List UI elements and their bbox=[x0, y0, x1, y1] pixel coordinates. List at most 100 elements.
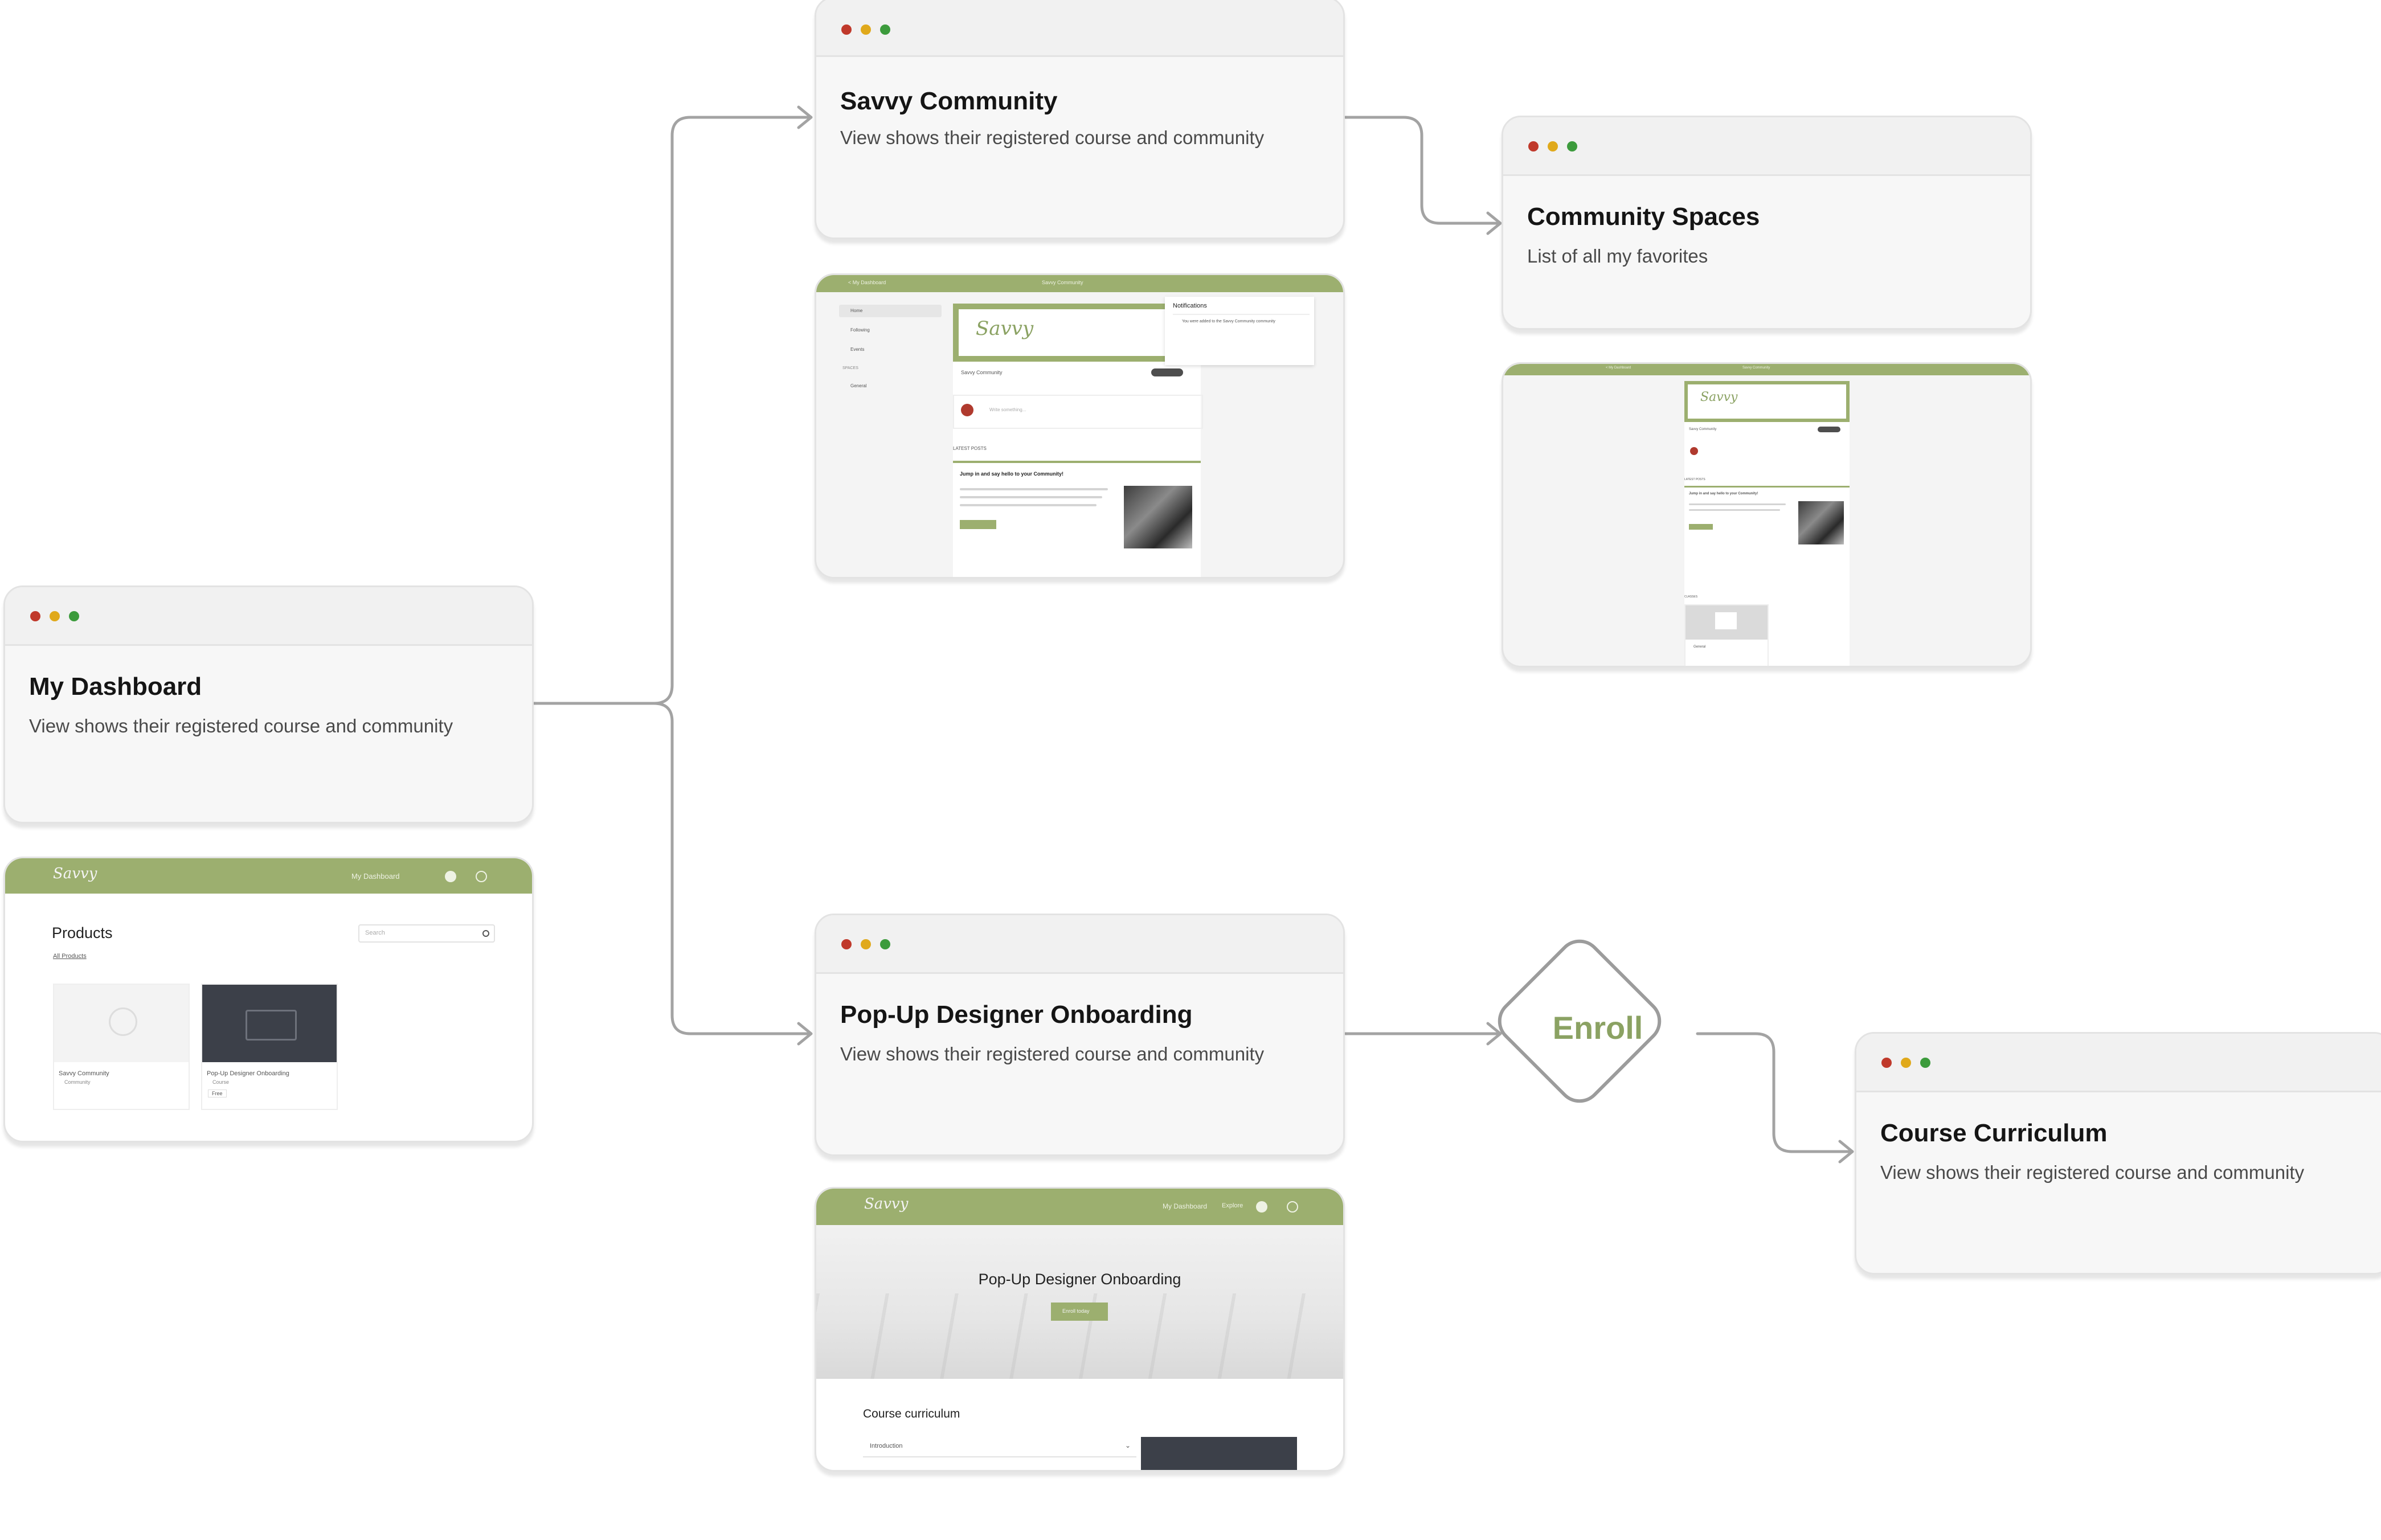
notifications-panel: Notifications You were added to the Savv… bbox=[1165, 297, 1314, 365]
latest-posts-label: LATEST POSTS bbox=[1684, 478, 1705, 481]
maximize-dot-icon bbox=[880, 24, 890, 35]
close-dot-icon bbox=[841, 24, 852, 35]
price-badge: Free bbox=[208, 1090, 227, 1097]
node-course-curriculum[interactable]: Course Curriculum View shows their regis… bbox=[1855, 1032, 2381, 1275]
logo: Savvy bbox=[53, 865, 97, 882]
button-label: Enroll today bbox=[1062, 1308, 1090, 1314]
window-titlebar bbox=[5, 587, 532, 646]
node-savvy-community[interactable]: Savvy Community View shows their registe… bbox=[815, 0, 1345, 239]
arrowhead-curriculum bbox=[1838, 1140, 1854, 1164]
filter-tab-all-products[interactable]: All Products bbox=[53, 953, 87, 960]
member-avatars bbox=[1151, 368, 1183, 376]
avatar bbox=[961, 404, 973, 416]
close-dot-icon bbox=[841, 939, 852, 949]
top-nav-bar: < My Dashboard Savvy Community bbox=[1503, 364, 2030, 375]
maximize-dot-icon bbox=[880, 939, 890, 949]
minimize-dot-icon bbox=[50, 611, 60, 621]
module-accordion[interactable]: Introduction ⌄ bbox=[863, 1437, 1136, 1457]
close-dot-icon bbox=[1881, 1058, 1892, 1068]
nav-link-dashboard[interactable]: My Dashboard bbox=[351, 872, 400, 880]
maximize-dot-icon bbox=[1920, 1058, 1930, 1068]
course-thumbnail bbox=[202, 985, 337, 1062]
connector-dashboard-savvy bbox=[532, 116, 811, 705]
sidebar-item-events[interactable]: Events bbox=[850, 347, 865, 352]
sidebar: Home Following Events SPACES General bbox=[816, 292, 948, 577]
community-name: Savvy Community bbox=[961, 370, 1003, 375]
section-label: CLASSES bbox=[1684, 595, 1698, 599]
community-spaces-screenshot: < My Dashboard Savvy Community Savvy Sav… bbox=[1502, 362, 2032, 667]
sidebar-active-highlight bbox=[839, 305, 942, 317]
post-card[interactable]: Jump in and say hello to your Community! bbox=[953, 461, 1201, 577]
nav-link-dashboard[interactable]: My Dashboard bbox=[1163, 1202, 1208, 1210]
card-name: Savvy Community bbox=[59, 1070, 109, 1077]
top-nav-bar: Savvy My Dashboard Explore bbox=[816, 1189, 1343, 1225]
connector-savvy-spaces bbox=[1344, 116, 1500, 225]
connector-enroll-curriculum bbox=[1696, 1032, 1852, 1153]
community-banner: Savvy bbox=[1684, 381, 1850, 422]
page-heading: Products bbox=[52, 924, 113, 941]
arrowhead-spaces bbox=[1486, 211, 1502, 235]
avatar[interactable] bbox=[445, 871, 456, 882]
sidebar-item-general[interactable]: General bbox=[850, 383, 867, 388]
course-page-screenshot: Savvy My Dashboard Explore Pop-Up Design… bbox=[815, 1187, 1345, 1472]
arrowhead-popup bbox=[797, 1022, 813, 1046]
notification-text[interactable]: You were added to the Savvy Community co… bbox=[1182, 320, 1275, 323]
banner-inner bbox=[959, 309, 1195, 356]
logo: Savvy bbox=[864, 1195, 909, 1213]
node-description: View shows their registered course and c… bbox=[1880, 1162, 2305, 1183]
minimize-dot-icon bbox=[861, 24, 871, 35]
people-icon bbox=[109, 1007, 137, 1036]
post-button[interactable] bbox=[960, 520, 996, 529]
bell-icon[interactable] bbox=[1287, 1201, 1298, 1213]
avatar[interactable] bbox=[1256, 1201, 1267, 1213]
back-link[interactable]: < My Dashboard bbox=[848, 280, 886, 285]
space-card[interactable]: General bbox=[1684, 604, 1769, 666]
composer-placeholder: Write something... bbox=[989, 407, 1026, 412]
back-link[interactable]: < My Dashboard bbox=[1606, 366, 1631, 370]
enroll-today-button[interactable]: Enroll today bbox=[1051, 1303, 1108, 1321]
top-nav-bar: < My Dashboard Savvy Community bbox=[816, 275, 1343, 292]
node-title: My Dashboard bbox=[29, 673, 202, 701]
search-input[interactable]: Search bbox=[358, 924, 495, 943]
node-title: Course Curriculum bbox=[1880, 1119, 2108, 1147]
maximize-dot-icon bbox=[1567, 141, 1577, 151]
space-card-label: General bbox=[1693, 645, 1706, 649]
main-feed: Savvy Savvy Community Write something...… bbox=[953, 304, 1203, 577]
curriculum-heading: Course curriculum bbox=[863, 1407, 960, 1420]
nav-link-explore[interactable]: Explore bbox=[1222, 1202, 1243, 1209]
post-image bbox=[1124, 486, 1192, 548]
card-name: Pop-Up Designer Onboarding bbox=[207, 1070, 289, 1077]
bell-icon[interactable] bbox=[476, 871, 487, 882]
presentation-icon bbox=[246, 1010, 297, 1041]
sidebar-item-following[interactable]: Following bbox=[850, 327, 870, 333]
close-dot-icon bbox=[1528, 141, 1539, 151]
product-card-course[interactable]: Pop-Up Designer Onboarding Course Free bbox=[201, 984, 338, 1110]
top-nav-bar: Savvy My Dashboard bbox=[5, 858, 532, 894]
post-composer[interactable]: Write something... bbox=[953, 395, 1203, 429]
main-feed: Savvy Savvy Community LATEST POSTS Jump … bbox=[1684, 381, 1850, 666]
notifications-title: Notifications bbox=[1173, 302, 1207, 309]
hero-banner: Pop-Up Designer Onboarding Enroll today bbox=[816, 1225, 1343, 1379]
post-title: Jump in and say hello to your Community! bbox=[960, 471, 1064, 477]
post-title: Jump in and say hello to your Community! bbox=[1689, 492, 1758, 495]
member-avatars bbox=[1818, 427, 1840, 432]
node-community-spaces[interactable]: Community Spaces List of all my favorite… bbox=[1502, 116, 2032, 330]
post-card[interactable]: Jump in and say hello to your Community! bbox=[1684, 486, 1850, 562]
module-title: Introduction bbox=[870, 1443, 903, 1449]
app-title: Savvy Community bbox=[1042, 280, 1083, 285]
hero-title: Pop-Up Designer Onboarding bbox=[978, 1271, 1181, 1288]
community-name: Savvy Community bbox=[1689, 428, 1717, 431]
sidebar-item-home[interactable]: Home bbox=[850, 308, 863, 313]
node-title: Savvy Community bbox=[840, 87, 1058, 115]
arrowhead-savvy bbox=[797, 105, 813, 129]
maximize-dot-icon bbox=[69, 611, 79, 621]
connector-dashboard-popup bbox=[652, 702, 811, 1035]
node-my-dashboard[interactable]: My Dashboard View shows their registered… bbox=[3, 585, 534, 824]
community-banner: Savvy bbox=[953, 304, 1201, 362]
node-description: View shows their registered course and c… bbox=[840, 1043, 1265, 1064]
chevron-down-icon: ⌄ bbox=[1124, 1441, 1131, 1449]
node-popup-designer-onboarding[interactable]: Pop-Up Designer Onboarding View shows th… bbox=[815, 914, 1345, 1156]
curriculum-thumbnail bbox=[1141, 1437, 1297, 1470]
decision-label-enroll: Enroll bbox=[1552, 1010, 1643, 1046]
product-card-community[interactable]: Savvy Community Community bbox=[53, 984, 190, 1110]
